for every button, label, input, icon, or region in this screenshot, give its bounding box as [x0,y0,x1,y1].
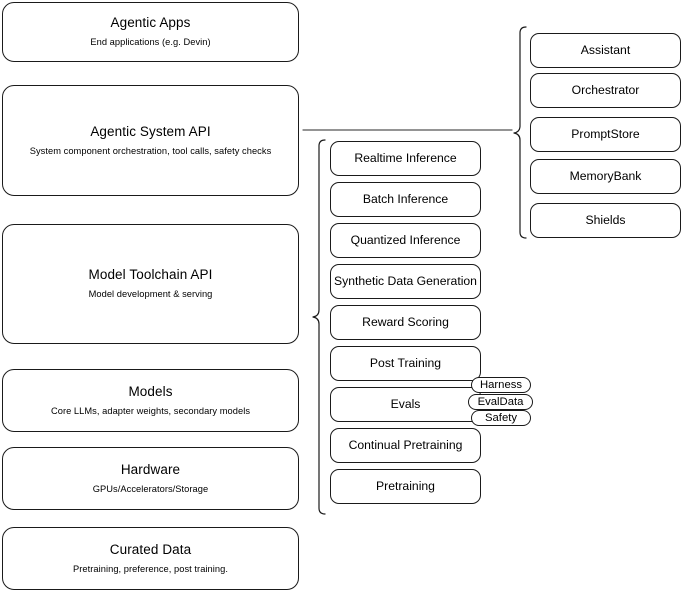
layer-subtitle: Pretraining, preference, post training. [73,563,228,574]
brace-system-components [513,26,527,239]
layer-title: Model Toolchain API [88,267,213,283]
brace-toolchain [312,139,326,515]
component-label: Synthetic Data Generation [334,273,477,288]
toolchain-synthetic-data-generation[interactable]: Synthetic Data Generation [330,264,481,299]
layer-subtitle: Core LLMs, adapter weights, secondary mo… [50,405,251,416]
toolchain-quantized-inference[interactable]: Quantized Inference [330,223,481,258]
eval-tag-label: Safety [484,412,518,424]
component-label: Pretraining [376,478,435,493]
layer-title: Models [128,383,173,399]
layer-models[interactable]: Models Core LLMs, adapter weights, secon… [2,369,299,432]
component-label: Continual Pretraining [348,437,463,452]
component-label: Reward Scoring [362,314,449,329]
component-label: Realtime Inference [354,150,457,165]
component-label: Assistant [580,42,631,57]
toolchain-pretraining[interactable]: Pretraining [330,469,481,504]
eval-tag-safety[interactable]: Safety [471,410,531,426]
eval-tag-label: EvalData [477,396,524,408]
layer-agentic-system-api[interactable]: Agentic System API System component orch… [2,85,299,196]
system-component-assistant[interactable]: Assistant [530,33,681,68]
layer-curated-data[interactable]: Curated Data Pretraining, preference, po… [2,527,299,590]
toolchain-continual-pretraining[interactable]: Continual Pretraining [330,428,481,463]
layer-subtitle: GPUs/Accelerators/Storage [92,483,209,494]
component-label: Quantized Inference [350,232,461,247]
eval-tag-evaldata[interactable]: EvalData [468,394,533,410]
layer-agentic-apps[interactable]: Agentic Apps End applications (e.g. Devi… [2,2,299,62]
layer-model-toolchain-api[interactable]: Model Toolchain API Model development & … [2,224,299,344]
layer-hardware[interactable]: Hardware GPUs/Accelerators/Storage [2,447,299,510]
system-component-shields[interactable]: Shields [530,203,681,238]
layer-title: Agentic System API [90,123,211,139]
toolchain-batch-inference[interactable]: Batch Inference [330,182,481,217]
toolchain-post-training[interactable]: Post Training [330,346,481,381]
layer-subtitle: End applications (e.g. Devin) [90,37,211,48]
layer-subtitle: Model development & serving [88,289,213,300]
component-label: PromptStore [571,126,640,141]
layer-title: Curated Data [109,541,192,557]
system-component-memorybank[interactable]: MemoryBank [530,159,681,194]
component-label: Orchestrator [571,82,640,97]
layer-title: Hardware [120,461,181,477]
toolchain-reward-scoring[interactable]: Reward Scoring [330,305,481,340]
toolchain-evals[interactable]: Evals [330,387,481,422]
component-label: MemoryBank [569,168,642,183]
component-label: Shields [585,212,626,227]
component-label: Post Training [369,355,442,370]
eval-tag-label: Harness [479,379,523,391]
component-label: Evals [390,396,421,411]
toolchain-realtime-inference[interactable]: Realtime Inference [330,141,481,176]
system-component-orchestrator[interactable]: Orchestrator [530,73,681,108]
component-label: Batch Inference [362,191,449,206]
eval-tag-harness[interactable]: Harness [471,377,531,393]
layer-title: Agentic Apps [110,15,191,31]
system-component-promptstore[interactable]: PromptStore [530,117,681,152]
layer-subtitle: System component orchestration, tool cal… [29,145,272,156]
